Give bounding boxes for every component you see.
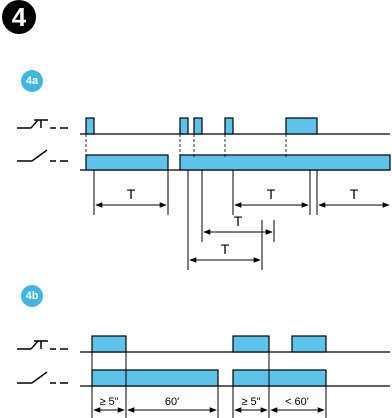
duration-labels-4a: T T T T T xyxy=(127,186,359,257)
interval-labels-4b: ≥ 5" 60' ≥ 5" < 60' xyxy=(99,396,308,408)
on-period xyxy=(91,369,219,387)
pulse xyxy=(224,117,234,135)
pulse xyxy=(285,117,318,135)
extension-lines-4a xyxy=(93,170,318,270)
contact-symbol-4a xyxy=(17,149,68,162)
on-period xyxy=(85,154,169,171)
interval-label-60min: 60' xyxy=(165,396,179,408)
duration-label-t: T xyxy=(234,213,243,229)
pulse xyxy=(232,335,270,353)
on-period xyxy=(179,154,391,171)
pushbutton-signal-4b xyxy=(80,335,390,353)
interval-label-min-5s: ≥ 5" xyxy=(241,396,260,408)
pushbutton-symbol-4b xyxy=(17,340,68,350)
reference-lines-4a xyxy=(85,134,287,158)
duration-label-t: T xyxy=(350,186,359,202)
pulse xyxy=(193,117,203,135)
duration-label-t: T xyxy=(267,186,276,202)
contact-signal-4a xyxy=(80,154,391,171)
interval-label-min-5s: ≥ 5" xyxy=(99,396,118,408)
duration-label-t: T xyxy=(127,186,136,202)
pushbutton-symbol-4a xyxy=(17,119,68,129)
pulse xyxy=(91,335,127,353)
section-4a-badge: 4a xyxy=(21,70,43,92)
pulse xyxy=(291,335,327,353)
pulse xyxy=(179,117,189,135)
duration-arrows-4a xyxy=(95,202,390,263)
pushbutton-signal-4a xyxy=(80,117,390,135)
on-period xyxy=(232,369,327,387)
figure-number-badge: 4 xyxy=(2,0,36,34)
extension-lines-4b xyxy=(91,352,327,418)
pulse xyxy=(85,117,95,135)
contact-symbol-4b xyxy=(17,371,68,384)
interval-label-lt-60min: < 60' xyxy=(285,396,309,408)
duration-label-t: T xyxy=(221,241,230,257)
section-4b-badge: 4b xyxy=(21,285,43,307)
